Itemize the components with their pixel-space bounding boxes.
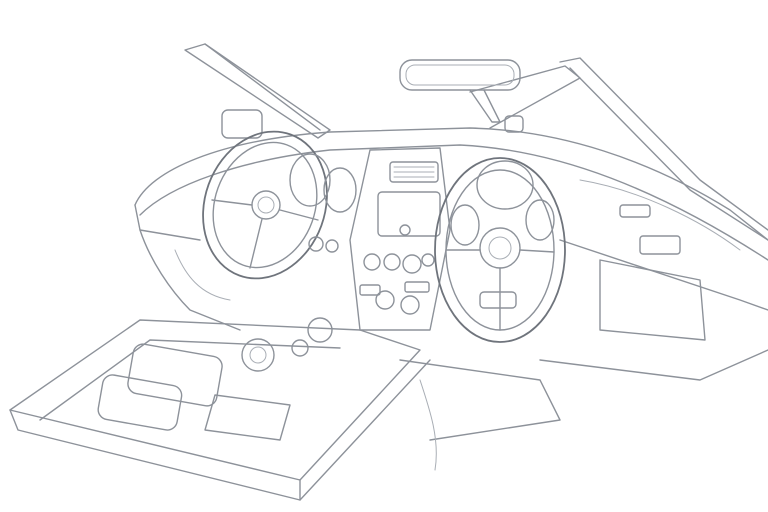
left-door [139, 229, 241, 331]
steering-wheel-right [434, 157, 566, 343]
center-vent [389, 161, 439, 183]
rear-view-mirror [399, 59, 524, 133]
dashboard [134, 127, 768, 381]
center-console [9, 317, 561, 501]
windshield-frame [184, 43, 768, 241]
glovebox [599, 259, 706, 341]
center-screen [377, 191, 441, 237]
side-mirror [221, 109, 263, 139]
left-door-trim [174, 249, 231, 301]
steering-wheel-left [202, 130, 357, 280]
